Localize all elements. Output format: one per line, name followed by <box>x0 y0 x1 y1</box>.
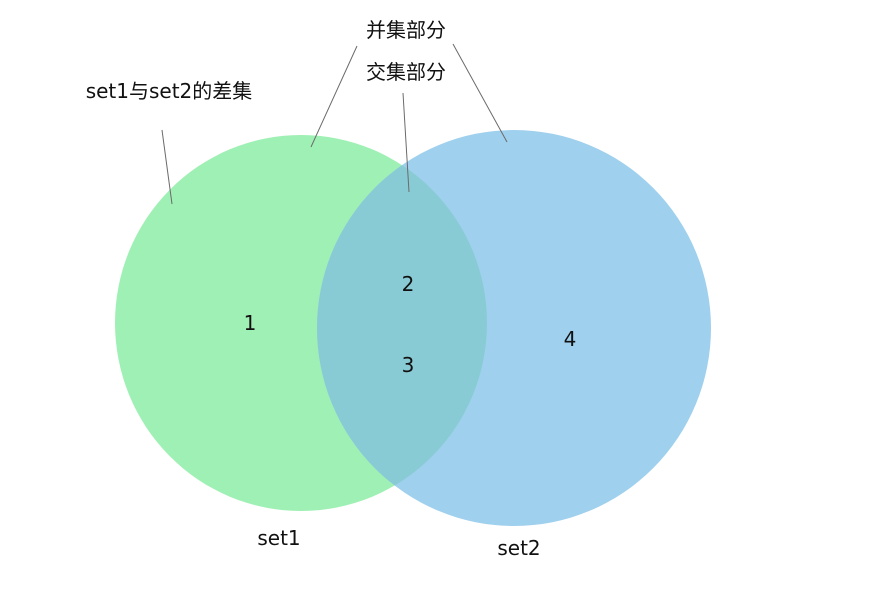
intersection-region <box>317 135 487 511</box>
union-label: 并集部分 <box>366 18 446 42</box>
difference-label: set1与set2的差集 <box>86 79 253 103</box>
difference-callout-line <box>161 129 173 205</box>
region-value-1: 1 <box>244 311 257 335</box>
union-callout-line-right <box>452 43 508 143</box>
set2-label: set2 <box>497 536 540 560</box>
region-value-4: 4 <box>564 327 577 351</box>
intersection-callout-line <box>402 92 410 193</box>
set1-label: set1 <box>257 526 300 550</box>
region-value-3: 3 <box>402 353 415 377</box>
intersection-label: 交集部分 <box>366 60 446 84</box>
union-callout-line-left <box>310 45 358 148</box>
region-value-2: 2 <box>402 272 415 296</box>
